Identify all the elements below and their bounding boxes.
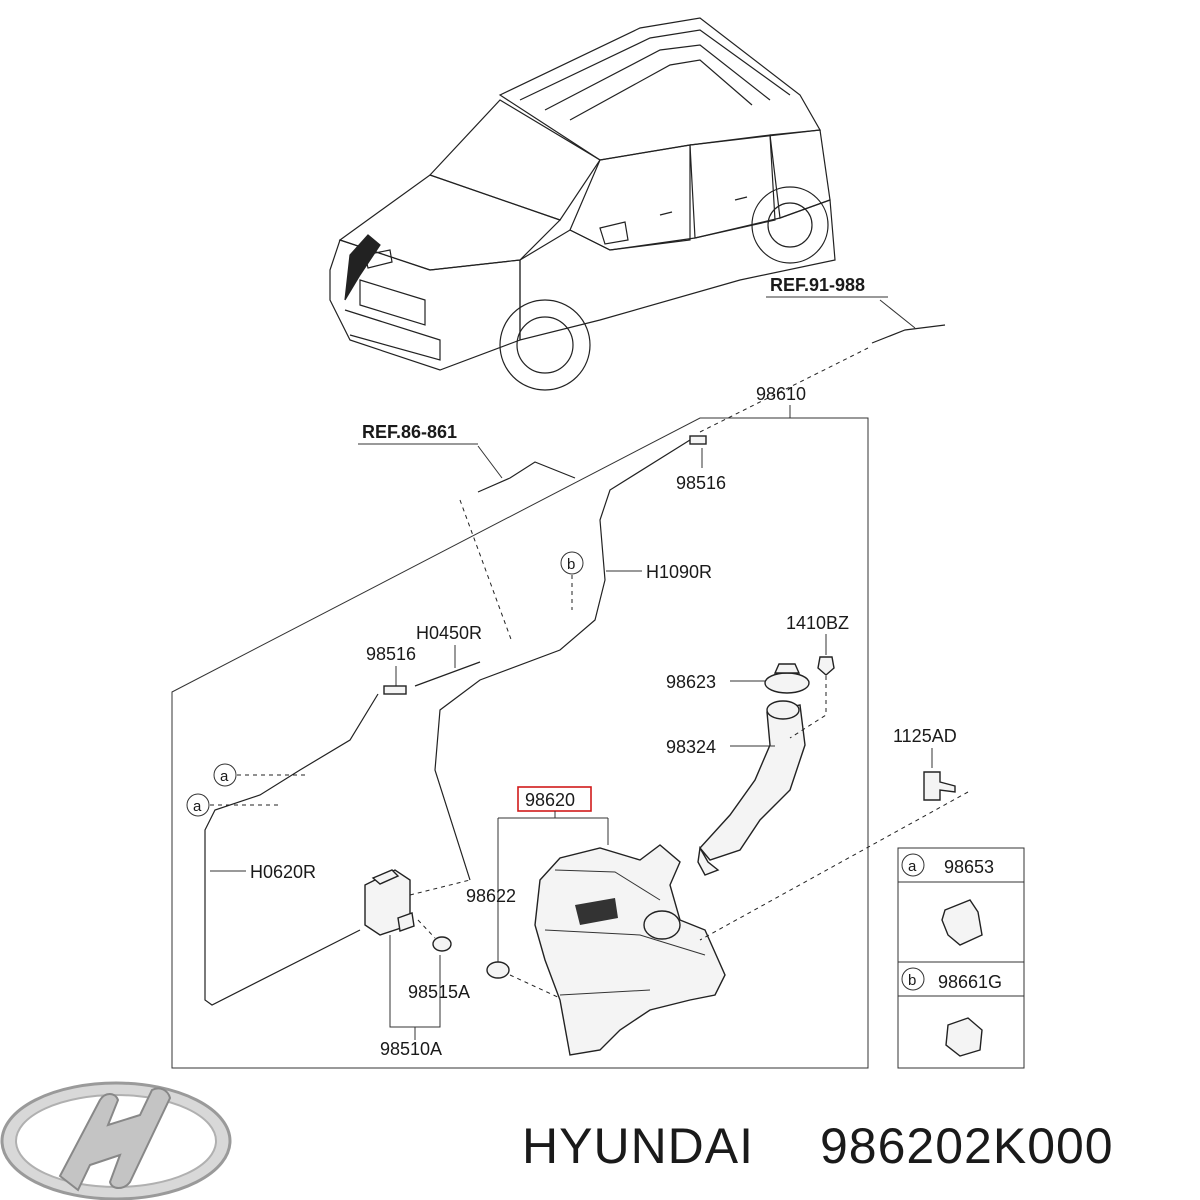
legend-a-part: 98653	[944, 857, 994, 877]
cap-98623-top	[773, 663, 801, 674]
legend-b-letter: b	[908, 972, 916, 989]
pump-hose-dashed-link	[409, 879, 471, 896]
ref-86-leader	[477, 445, 503, 479]
part-98516-left-label: 98516	[366, 644, 416, 664]
part-98510a-label: 98510A	[380, 1039, 442, 1059]
grommet-98622	[486, 961, 510, 979]
part-98623-label: 98623	[666, 672, 716, 692]
hyundai-logo-icon	[0, 1081, 232, 1200]
legend-b-circle	[901, 967, 925, 991]
clip-legend-box	[897, 847, 1025, 1069]
ref-86-861-label: REF.86-861	[362, 422, 457, 442]
vehicle-outline-icon	[329, 17, 836, 391]
part-98516-top-label: 98516	[676, 473, 726, 493]
part-1125ad-label: 1125AD	[893, 726, 957, 746]
clip-1410bz-dashed-link	[789, 676, 827, 739]
front-hose-dashed-link	[459, 499, 513, 643]
hose-h0450r-label: H0450R	[416, 623, 482, 643]
part-98620-bracket	[497, 811, 609, 965]
legend-a-letter: a	[908, 858, 917, 875]
assembly-boundary	[171, 417, 869, 1069]
callout-a-circle-2	[186, 793, 210, 817]
rear-hose-segment	[871, 324, 946, 344]
hose-h1090r	[434, 439, 691, 881]
connector-98516-top	[689, 435, 707, 445]
callout-a-letter-1: a	[220, 768, 229, 785]
filler-neck-98324	[697, 700, 806, 876]
part-98622-label: 98622	[466, 886, 516, 906]
brand-name: HYUNDAI	[522, 1118, 754, 1174]
hose-h0620r-label: H0620R	[250, 862, 316, 882]
bolt-1125ad	[923, 771, 956, 801]
callout-b-letter: b	[567, 556, 575, 573]
clip-98661g-icon	[945, 1017, 983, 1057]
part-98510a-bracket	[389, 935, 441, 1028]
washer-reservoir	[534, 844, 726, 1056]
part-98610-label: 98610	[756, 384, 806, 404]
callout-a-circle-1	[213, 763, 237, 787]
connector-98516-left	[383, 685, 407, 695]
part-98620-label: 98620	[525, 790, 575, 810]
washer-pump	[364, 869, 452, 952]
hose-h0450r	[414, 661, 481, 687]
hose-h1090r-label: H1090R	[646, 562, 712, 582]
clip-98653-icon	[941, 899, 983, 946]
part-number: 986202K000	[820, 1118, 1114, 1174]
legend-b-part: 98661G	[938, 972, 1002, 992]
grommet-dashed-link	[417, 919, 436, 939]
ref-91-leader	[879, 299, 916, 329]
hose-h0620r	[204, 693, 379, 1006]
cap-98623	[764, 672, 810, 694]
legend-a-circle	[901, 853, 925, 877]
callout-a-letter-2: a	[193, 798, 202, 815]
clip-1410bz	[817, 656, 835, 676]
front-hose-segment	[477, 461, 576, 493]
ref-91-988-label: REF.91-988	[770, 275, 865, 295]
callout-b-circle	[560, 551, 584, 575]
part-98515a-label: 98515A	[408, 982, 470, 1002]
bolt-1125ad-dashed-link	[699, 791, 969, 941]
part-98324-label: 98324	[666, 737, 716, 757]
part-1410bz-label: 1410BZ	[786, 613, 849, 633]
